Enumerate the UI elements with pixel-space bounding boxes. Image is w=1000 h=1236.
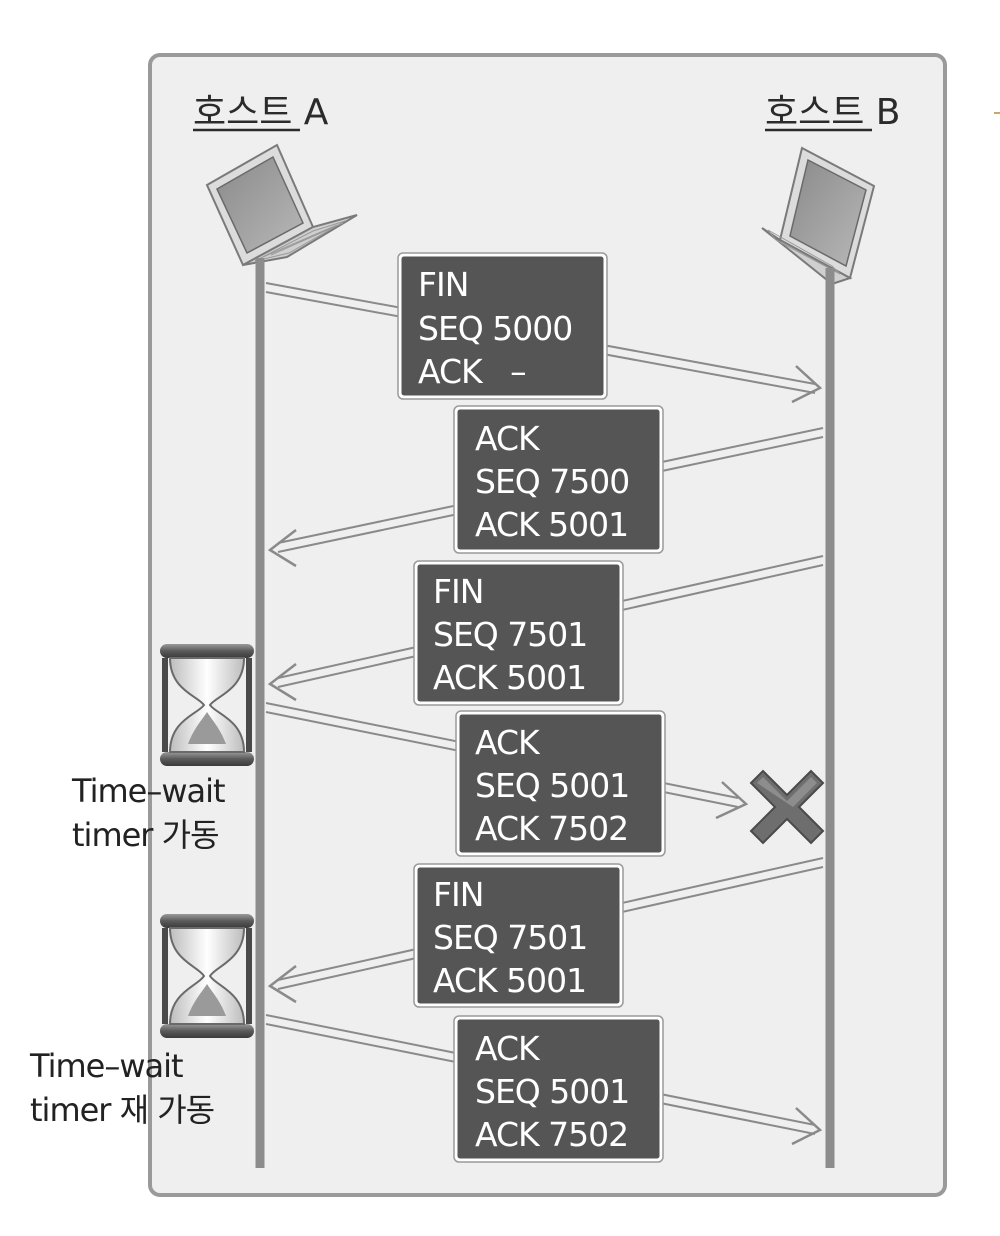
message-6-line-3: ACK 7502	[475, 1115, 628, 1154]
message-1-line-2: SEQ 5000	[418, 309, 572, 348]
hourglass-icon	[160, 644, 254, 766]
timer-1-line-2: timer 가동	[72, 816, 219, 854]
message-4-line-2: SEQ 5001	[475, 766, 629, 805]
message-2-line-2: SEQ 7500	[475, 462, 629, 501]
message-1: FIN SEQ 5000 ACK –	[397, 252, 608, 400]
message-3-line-2: SEQ 7501	[433, 615, 587, 654]
message-6-line-1: ACK	[475, 1029, 541, 1068]
hourglass-icon	[160, 914, 254, 1038]
message-2-line-1: ACK	[475, 419, 541, 458]
message-2: ACK SEQ 7500 ACK 5001	[453, 405, 664, 554]
timer-1-line-1: Time–wait	[71, 772, 225, 810]
message-1-line-1: FIN	[418, 265, 468, 304]
message-4-line-3: ACK 7502	[475, 809, 628, 848]
message-4: ACK SEQ 5001 ACK 7502	[455, 710, 666, 857]
message-5-line-1: FIN	[433, 875, 483, 914]
host-a-label: 호스트 A	[193, 92, 329, 133]
message-5: FIN SEQ 7501 ACK 5001	[413, 863, 624, 1008]
message-4-line-1: ACK	[475, 723, 541, 762]
message-3: FIN SEQ 7501 ACK 5001	[413, 560, 624, 706]
message-6-line-2: SEQ 5001	[475, 1072, 629, 1111]
x-mark-icon	[749, 769, 825, 845]
message-5-line-2: SEQ 7501	[433, 918, 587, 957]
message-6: ACK SEQ 5001 ACK 7502	[453, 1015, 664, 1163]
message-3-line-3: ACK 5001	[433, 658, 586, 697]
host-b-label: 호스트 B	[765, 92, 901, 133]
timer-2-line-1: Time–wait	[29, 1047, 183, 1085]
message-5-line-3: ACK 5001	[433, 961, 586, 1000]
message-1-line-3: ACK –	[418, 352, 526, 391]
message-2-line-3: ACK 5001	[475, 505, 628, 544]
laptop-icon	[205, 143, 358, 267]
timer-2-line-2: timer 재 가동	[30, 1091, 214, 1129]
message-3-line-1: FIN	[433, 572, 483, 611]
